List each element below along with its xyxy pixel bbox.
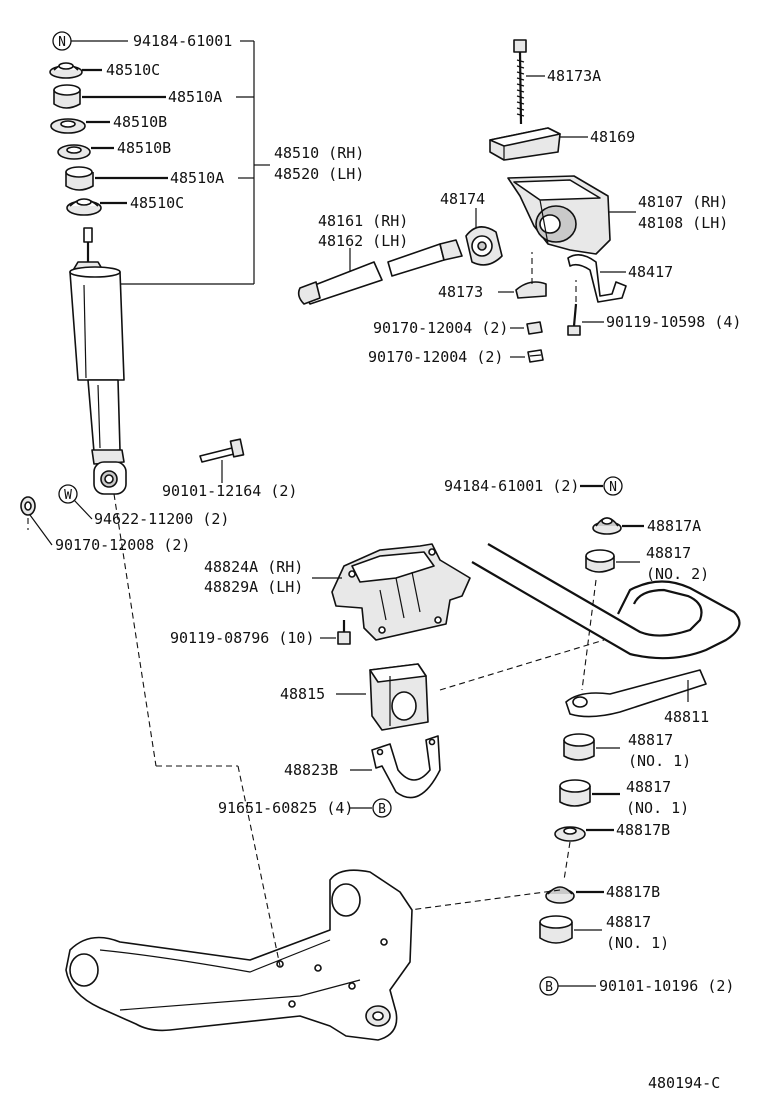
lower-control-arm: [65, 869, 413, 1041]
bolt-90101-12164: [199, 438, 245, 463]
bolt-90119-08796: [337, 620, 351, 645]
label-48817b-1: 48817B: [616, 821, 670, 839]
label-48173a: 48173A: [547, 67, 601, 85]
label-90170-12008: 90170-12008 (2): [55, 536, 190, 554]
label-48824a-rh: 48824A (RH): [204, 558, 303, 576]
label-48817-no2-a: 48817: [646, 544, 691, 562]
label-48817-no1-3a: 48817: [606, 913, 651, 931]
label-48108-lh: 48108 (LH): [638, 214, 728, 232]
clip-48417: [567, 254, 627, 303]
label-48520-lh: 48520 (LH): [274, 165, 364, 183]
label-48817-no1-2b: (NO. 1): [626, 799, 689, 817]
cushion-48817-no1-2: [559, 779, 591, 807]
cushion-48817a: [592, 517, 622, 535]
label-48817b-2: 48817B: [606, 883, 660, 901]
label-48823b: 48823B: [284, 761, 338, 779]
nut-90170-12008: [20, 496, 36, 516]
label-48161-rh: 48161 (RH): [318, 212, 408, 230]
label-90101-12164: 90101-12164 (2): [162, 482, 297, 500]
cushion-48817-no2: [585, 549, 615, 573]
label-48162-lh: 48162 (LH): [318, 232, 408, 250]
nut-90170-12004-a: [526, 321, 543, 335]
bracket-48107: [507, 175, 611, 255]
label-90101-10196: 90101-10196 (2): [599, 977, 734, 995]
stabilizer-bar-48811: [471, 543, 741, 718]
label-48815: 48815: [280, 685, 325, 703]
nut-90170-12004-b: [527, 349, 544, 363]
label-48174: 48174: [440, 190, 485, 208]
label-48829a-lh: 48829A (LH): [204, 578, 303, 596]
label-48107-rh: 48107 (RH): [638, 193, 728, 211]
retainer-48169: [489, 127, 561, 161]
label-90170-12004-a: 90170-12004 (2): [373, 319, 508, 337]
svg-text:N: N: [58, 35, 66, 50]
label-48817-no1-2a: 48817: [626, 778, 671, 796]
washer-48510b-1: [50, 118, 86, 134]
cushion-48510c-top: [49, 62, 83, 79]
label-48417: 48417: [628, 263, 673, 281]
label-94184-61001: 94184-61001: [133, 32, 232, 50]
label-48817-no1-3b: (NO. 1): [606, 934, 669, 952]
cushion-48817-no1-3: [539, 915, 573, 944]
label-48510a-top: 48510A: [168, 88, 222, 106]
shock-absorber: [69, 227, 127, 495]
torsion-bar-48161: [297, 239, 463, 305]
cushion-48817b-1: [554, 826, 586, 842]
cushion-48510c-2: [66, 198, 102, 216]
marker-b-bottom: B: [539, 976, 559, 996]
label-90119-10598: 90119-10598 (4): [606, 313, 741, 331]
label-48173: 48173: [438, 283, 483, 301]
bolt-90119-10598: [567, 303, 581, 336]
label-90170-12004-b: 90170-12004 (2): [368, 348, 503, 366]
bushing-48174: [465, 226, 503, 266]
label-48817a: 48817A: [647, 517, 701, 535]
label-91651-60825: 91651-60825 (4): [218, 799, 353, 817]
label-48811: 48811: [664, 708, 709, 726]
bushing-48510a-2: [65, 166, 94, 191]
bracket-48823b: [371, 735, 441, 799]
label-48510c-2: 48510C: [130, 194, 184, 212]
svg-text:B: B: [378, 802, 386, 817]
label-48510b-1: 48510B: [113, 113, 167, 131]
bushing-48815: [369, 663, 429, 731]
label-48510a-2: 48510A: [170, 169, 224, 187]
label-94622-11200: 94622-11200 (2): [94, 510, 229, 528]
svg-text:N: N: [609, 480, 617, 495]
label-90119-08796: 90119-08796 (10): [170, 629, 315, 647]
label-94184-61001-2: 94184-61001 (2): [444, 477, 579, 495]
bracket-48824a: [331, 543, 471, 641]
marker-b-center: B: [372, 798, 392, 818]
bolt-48173a: [513, 39, 527, 125]
label-48169: 48169: [590, 128, 635, 146]
label-48510c-top: 48510C: [106, 61, 160, 79]
marker-n-right: N: [603, 476, 623, 496]
svg-text:W: W: [64, 488, 72, 503]
label-48817-no1-1b: (NO. 1): [628, 752, 691, 770]
label-48817-no2-b: (NO. 2): [646, 565, 709, 583]
label-48510-rh: 48510 (RH): [274, 144, 364, 162]
figure-code: 480194-C: [648, 1074, 720, 1092]
cushion-48817-no1-1: [563, 733, 595, 761]
stopper-48173: [515, 281, 547, 299]
label-48510b-2: 48510B: [117, 139, 171, 157]
marker-n-top: N: [52, 31, 72, 51]
bushing-48510a-top: [53, 84, 81, 109]
marker-w: W: [58, 484, 78, 504]
label-48817-no1-1a: 48817: [628, 731, 673, 749]
washer-48510b-2: [57, 144, 91, 160]
cushion-48817b-2: [545, 886, 575, 904]
svg-text:B: B: [545, 980, 553, 995]
